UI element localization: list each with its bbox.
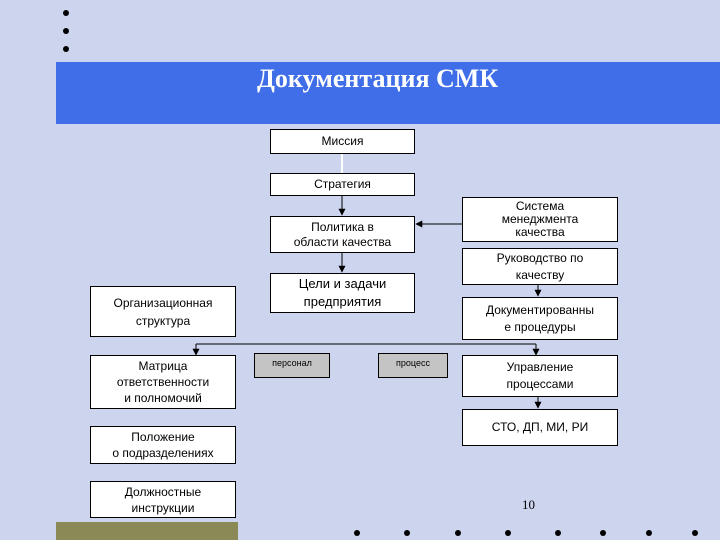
- bullet-dot: [63, 28, 69, 34]
- footer-dot: [692, 530, 698, 536]
- bullet-dot: [63, 10, 69, 16]
- standards-box: СТО, ДП, МИ, РИ: [462, 409, 618, 446]
- division-regulations-box: Положение о подразделениях: [90, 426, 236, 464]
- process-management-box: Управление процессами: [462, 355, 618, 397]
- slide-title: Документация СМК: [257, 64, 499, 93]
- quality-manual-label: Руководство по качеству: [496, 250, 584, 282]
- goals-box: Цели и задачи предприятия: [270, 273, 415, 313]
- process-label: процесс: [396, 358, 430, 368]
- job-descriptions-label: Должностные инструкции: [124, 484, 202, 515]
- personnel-label: персонал: [272, 358, 312, 368]
- footer-dot: [505, 530, 511, 536]
- personnel-label-box: персонал: [254, 353, 330, 378]
- documented-procedures-label: Документированны е процедуры: [485, 302, 595, 334]
- footer-dot: [555, 530, 561, 536]
- standards-label: СТО, ДП, МИ, РИ: [491, 420, 589, 434]
- responsibility-matrix-label: Матрица ответственности и полномочий: [116, 359, 210, 405]
- job-descriptions-box: Должностные инструкции: [90, 481, 236, 518]
- qms-box: Система менеджмента качества: [462, 197, 618, 242]
- org-structure-label: Организационная структура: [113, 295, 213, 328]
- mission-label: Миссия: [321, 134, 364, 148]
- qms-label: Система менеджмента качества: [501, 199, 579, 239]
- footer-dot: [455, 530, 461, 536]
- title-banner: [56, 62, 720, 124]
- banner-top-line: [56, 60, 720, 62]
- page-number: 10: [522, 497, 535, 512]
- process-management-label: Управление процессами: [506, 360, 574, 391]
- org-structure-box: Организационная структура: [90, 286, 236, 337]
- quality-policy-box: Политика в области качества: [270, 216, 415, 253]
- responsibility-matrix-box: Матрица ответственности и полномочий: [90, 355, 236, 409]
- goals-label: Цели и задачи предприятия: [298, 276, 387, 309]
- footer-dot: [646, 530, 652, 536]
- quality-manual-box: Руководство по качеству: [462, 248, 618, 285]
- strategy-box: Стратегия: [270, 173, 415, 196]
- footer-dot: [404, 530, 410, 536]
- bullet-dot: [63, 46, 69, 52]
- process-label-box: процесс: [378, 353, 448, 378]
- strategy-label: Стратегия: [314, 177, 371, 191]
- mission-box: Миссия: [270, 129, 415, 154]
- footer-dot: [354, 530, 360, 536]
- quality-policy-label: Политика в области качества: [293, 219, 392, 249]
- documented-procedures-box: Документированны е процедуры: [462, 297, 618, 340]
- footer-dot: [600, 530, 606, 536]
- footer-bar: [56, 522, 238, 540]
- division-regulations-label: Положение о подразделениях: [112, 430, 214, 460]
